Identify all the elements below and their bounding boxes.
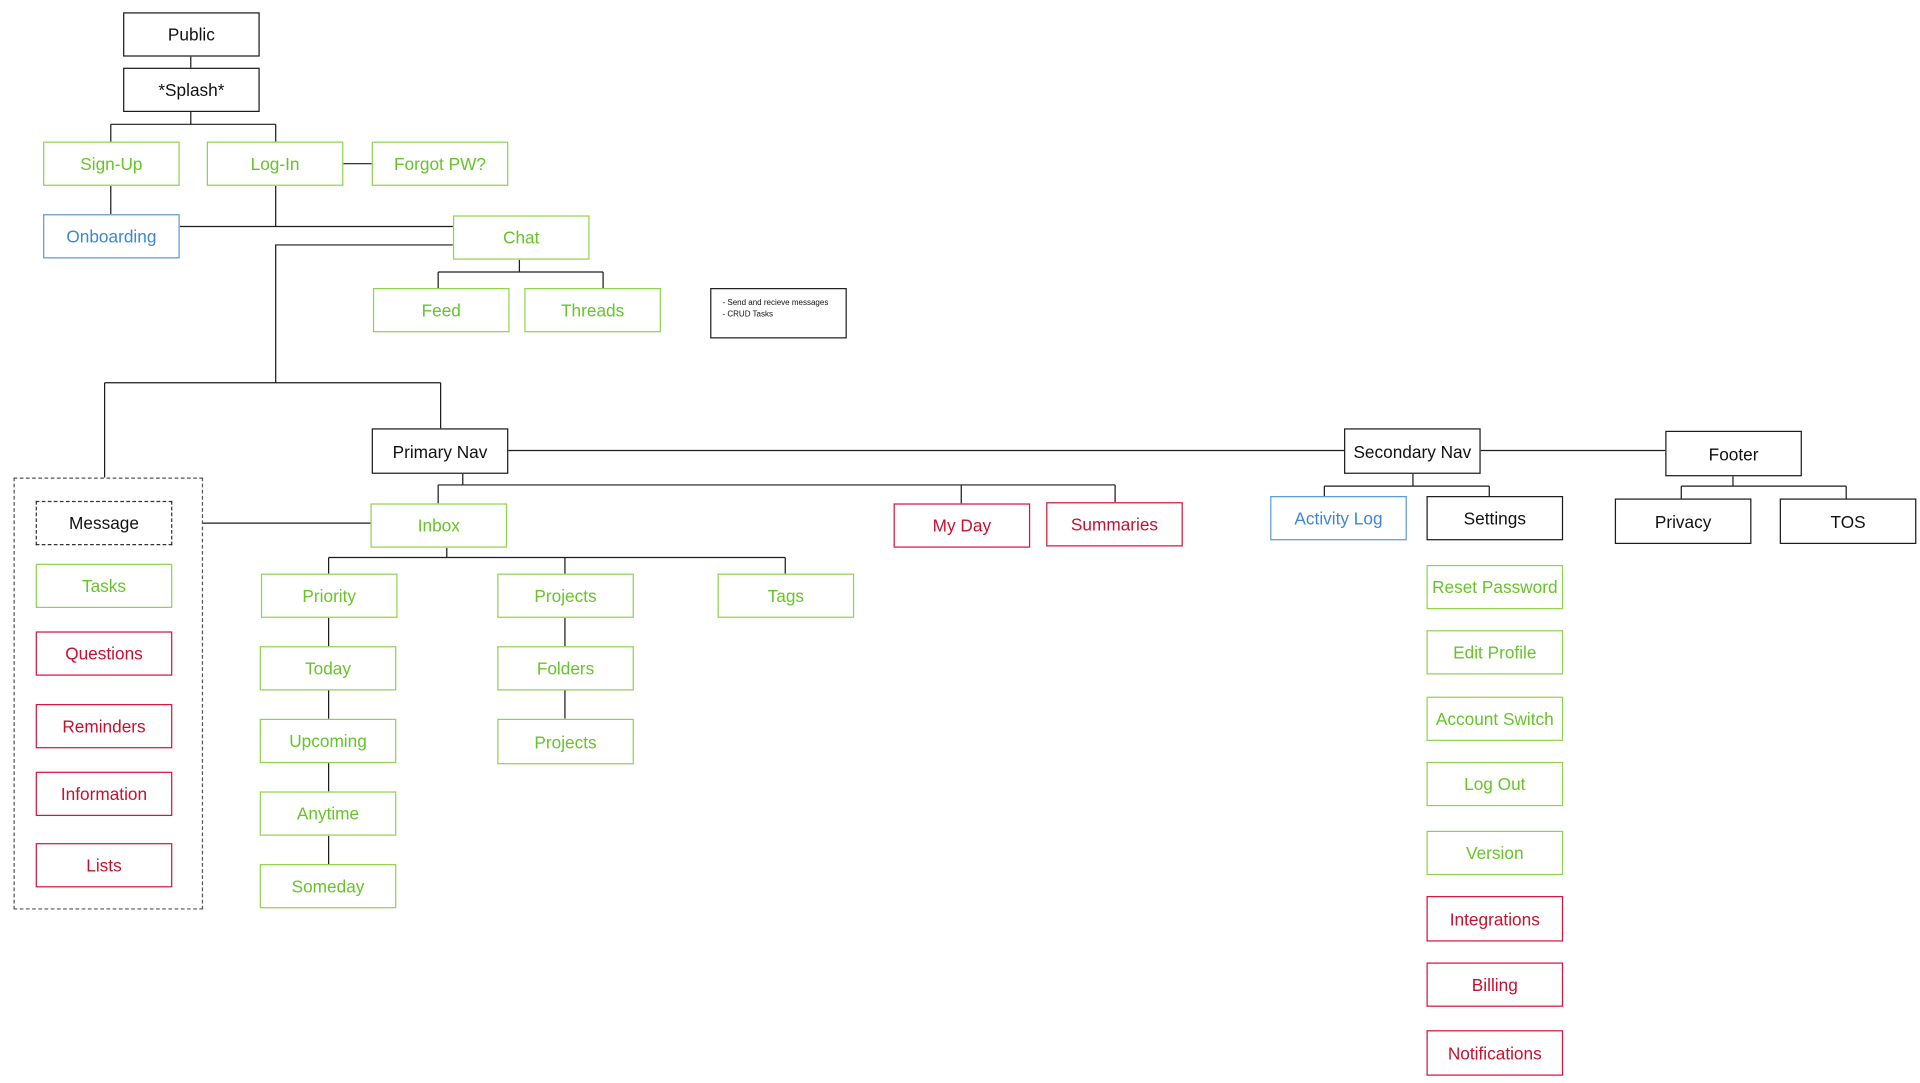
- node-information: Information: [35, 771, 173, 817]
- node-activity-log: Activity Log: [1270, 496, 1407, 541]
- node-splash: *Splash*: [123, 67, 260, 113]
- node-notifications: Notifications: [1426, 1030, 1564, 1076]
- node-upcoming: Upcoming: [259, 718, 397, 764]
- node-threads: Threads: [524, 288, 661, 333]
- node-secondary-nav: Secondary Nav: [1344, 428, 1481, 474]
- node-public: Public: [123, 12, 260, 57]
- node-log-out: Log Out: [1426, 761, 1564, 807]
- message-group: [13, 477, 204, 910]
- node-feed: Feed: [372, 288, 510, 333]
- node-tasks: Tasks: [35, 563, 173, 609]
- node-forgot-pw: Forgot PW?: [371, 141, 509, 186]
- node-tags: Tags: [717, 573, 855, 618]
- node-lists: Lists: [35, 843, 173, 888]
- node-message: Message: [35, 500, 173, 546]
- node-summaries: Summaries: [1046, 502, 1183, 547]
- node-reset-password: Reset Password: [1426, 564, 1564, 610]
- node-questions: Questions: [35, 631, 173, 676]
- sticky-note: - Send and recieve messages - CRUD Tasks: [710, 288, 847, 339]
- node-sign-up: Sign-Up: [43, 141, 180, 186]
- node-footer: Footer: [1665, 430, 1802, 477]
- node-today: Today: [259, 646, 397, 691]
- note-line-1: - Send and recieve messages: [722, 299, 829, 308]
- node-anytime: Anytime: [259, 791, 397, 836]
- node-integrations: Integrations: [1426, 896, 1564, 942]
- node-primary-nav: Primary Nav: [371, 428, 509, 474]
- node-inbox: Inbox: [370, 503, 508, 548]
- node-version: Version: [1426, 830, 1564, 876]
- node-folders: Folders: [497, 646, 634, 691]
- node-chat: Chat: [452, 215, 590, 260]
- node-billing: Billing: [1426, 962, 1564, 1007]
- node-onboarding: Onboarding: [43, 214, 180, 259]
- node-edit-profile: Edit Profile: [1426, 630, 1564, 675]
- note-line-2: - CRUD Tasks: [722, 310, 774, 319]
- node-projects-sub: Projects: [497, 718, 634, 765]
- node-account-switch: Account Switch: [1426, 696, 1564, 741]
- node-settings: Settings: [1426, 496, 1564, 541]
- node-projects: Projects: [497, 573, 634, 618]
- node-someday: Someday: [259, 864, 397, 909]
- node-tos: TOS: [1779, 498, 1917, 545]
- node-reminders: Reminders: [35, 704, 173, 749]
- node-privacy: Privacy: [1614, 498, 1752, 545]
- node-log-in: Log-In: [206, 141, 344, 186]
- node-my-day: My Day: [893, 503, 1031, 548]
- node-priority: Priority: [260, 573, 398, 618]
